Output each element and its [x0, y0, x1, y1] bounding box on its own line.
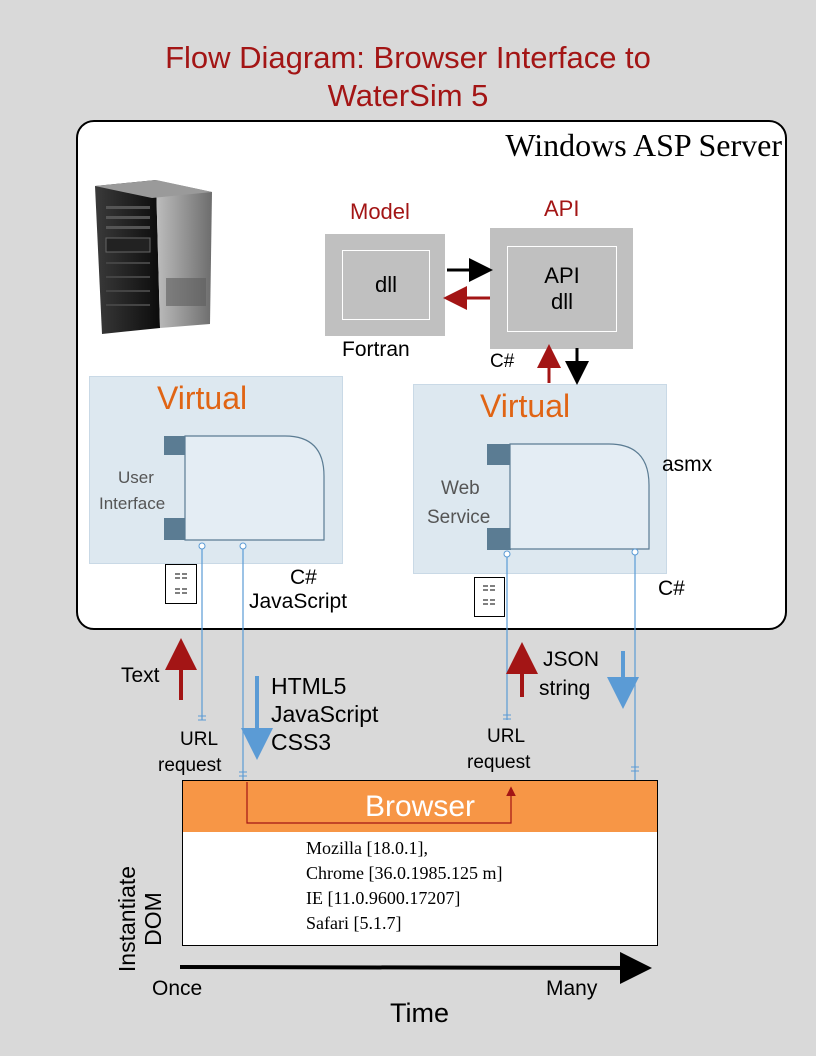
- document-icon-left: [165, 564, 197, 604]
- url-request-left-line2: request: [158, 755, 222, 776]
- api-label: API: [544, 196, 580, 221]
- url-request-left-line1: URL: [180, 729, 219, 750]
- virtual-label-right: Virtual: [480, 388, 571, 424]
- time-axis-label: Time: [390, 998, 449, 1028]
- browser-version-chrome: Chrome [36.0.1985.125 m]: [306, 863, 503, 883]
- browser-version-mozilla: Mozilla [18.0.1],: [306, 838, 428, 858]
- browser-bar: Browser: [182, 780, 658, 833]
- url-request-right-line1: URL: [487, 726, 526, 747]
- url-request-connector-left: [198, 542, 206, 721]
- left-language-javascript: JavaScript: [249, 590, 348, 613]
- user-interface-component: [164, 435, 325, 541]
- time-axis-arrow: [179, 951, 652, 984]
- browser-label: Browser: [364, 790, 476, 823]
- json-label: JSON: [543, 648, 600, 671]
- browser-version-safari: Safari [5.1.7]: [306, 913, 402, 933]
- server-tower-icon: [95, 180, 212, 334]
- browser-version-ie: IE [11.0.9600.17207]: [306, 888, 461, 908]
- css3-label: CSS3: [271, 729, 332, 755]
- diagram-title-line2: WaterSim 5: [327, 78, 489, 113]
- json-delivery-connector: [631, 548, 639, 780]
- browser-versions-box: [182, 832, 658, 946]
- api-dll-line2: dll: [550, 289, 573, 314]
- html5-label: HTML5: [271, 673, 347, 699]
- axis-start-label: Once: [152, 977, 203, 1000]
- api-dll-line1: API: [544, 263, 580, 288]
- model-dll-text: dll: [374, 272, 397, 297]
- asmx-label: asmx: [662, 453, 713, 476]
- model-dll-box: dll: [342, 250, 430, 320]
- server-label: Windows ASP Server: [505, 127, 782, 163]
- left-language-csharp: C#: [290, 566, 317, 589]
- javascript-flow-label: JavaScript: [271, 701, 379, 727]
- string-label: string: [539, 677, 591, 700]
- dom-label: DOM: [140, 892, 166, 946]
- web-service-label-line2: Service: [427, 507, 491, 528]
- api-language: C#: [490, 351, 515, 372]
- url-request-right-line2: request: [467, 752, 531, 773]
- diagram-title-line1: Flow Diagram: Browser Interface to: [165, 40, 651, 75]
- document-icon-right: [474, 577, 505, 617]
- web-service-label-line1: Web: [441, 478, 480, 499]
- instantiate-label: Instantiate: [114, 865, 140, 973]
- model-label: Model: [350, 199, 410, 224]
- instantiate-dom-label: Instantiate DOM: [114, 859, 166, 979]
- user-interface-label-line2: Interface: [99, 494, 166, 513]
- right-language-csharp: C#: [658, 577, 685, 600]
- web-service-component: [487, 443, 650, 550]
- url-request-connector-right: [503, 550, 511, 720]
- model-language: Fortran: [342, 338, 410, 361]
- text-flow-label: Text: [121, 664, 160, 687]
- user-interface-label-line1: User: [118, 468, 154, 487]
- virtual-label-left: Virtual: [157, 380, 248, 416]
- axis-end-label: Many: [546, 977, 598, 1000]
- api-dll-box: API dll: [507, 246, 617, 332]
